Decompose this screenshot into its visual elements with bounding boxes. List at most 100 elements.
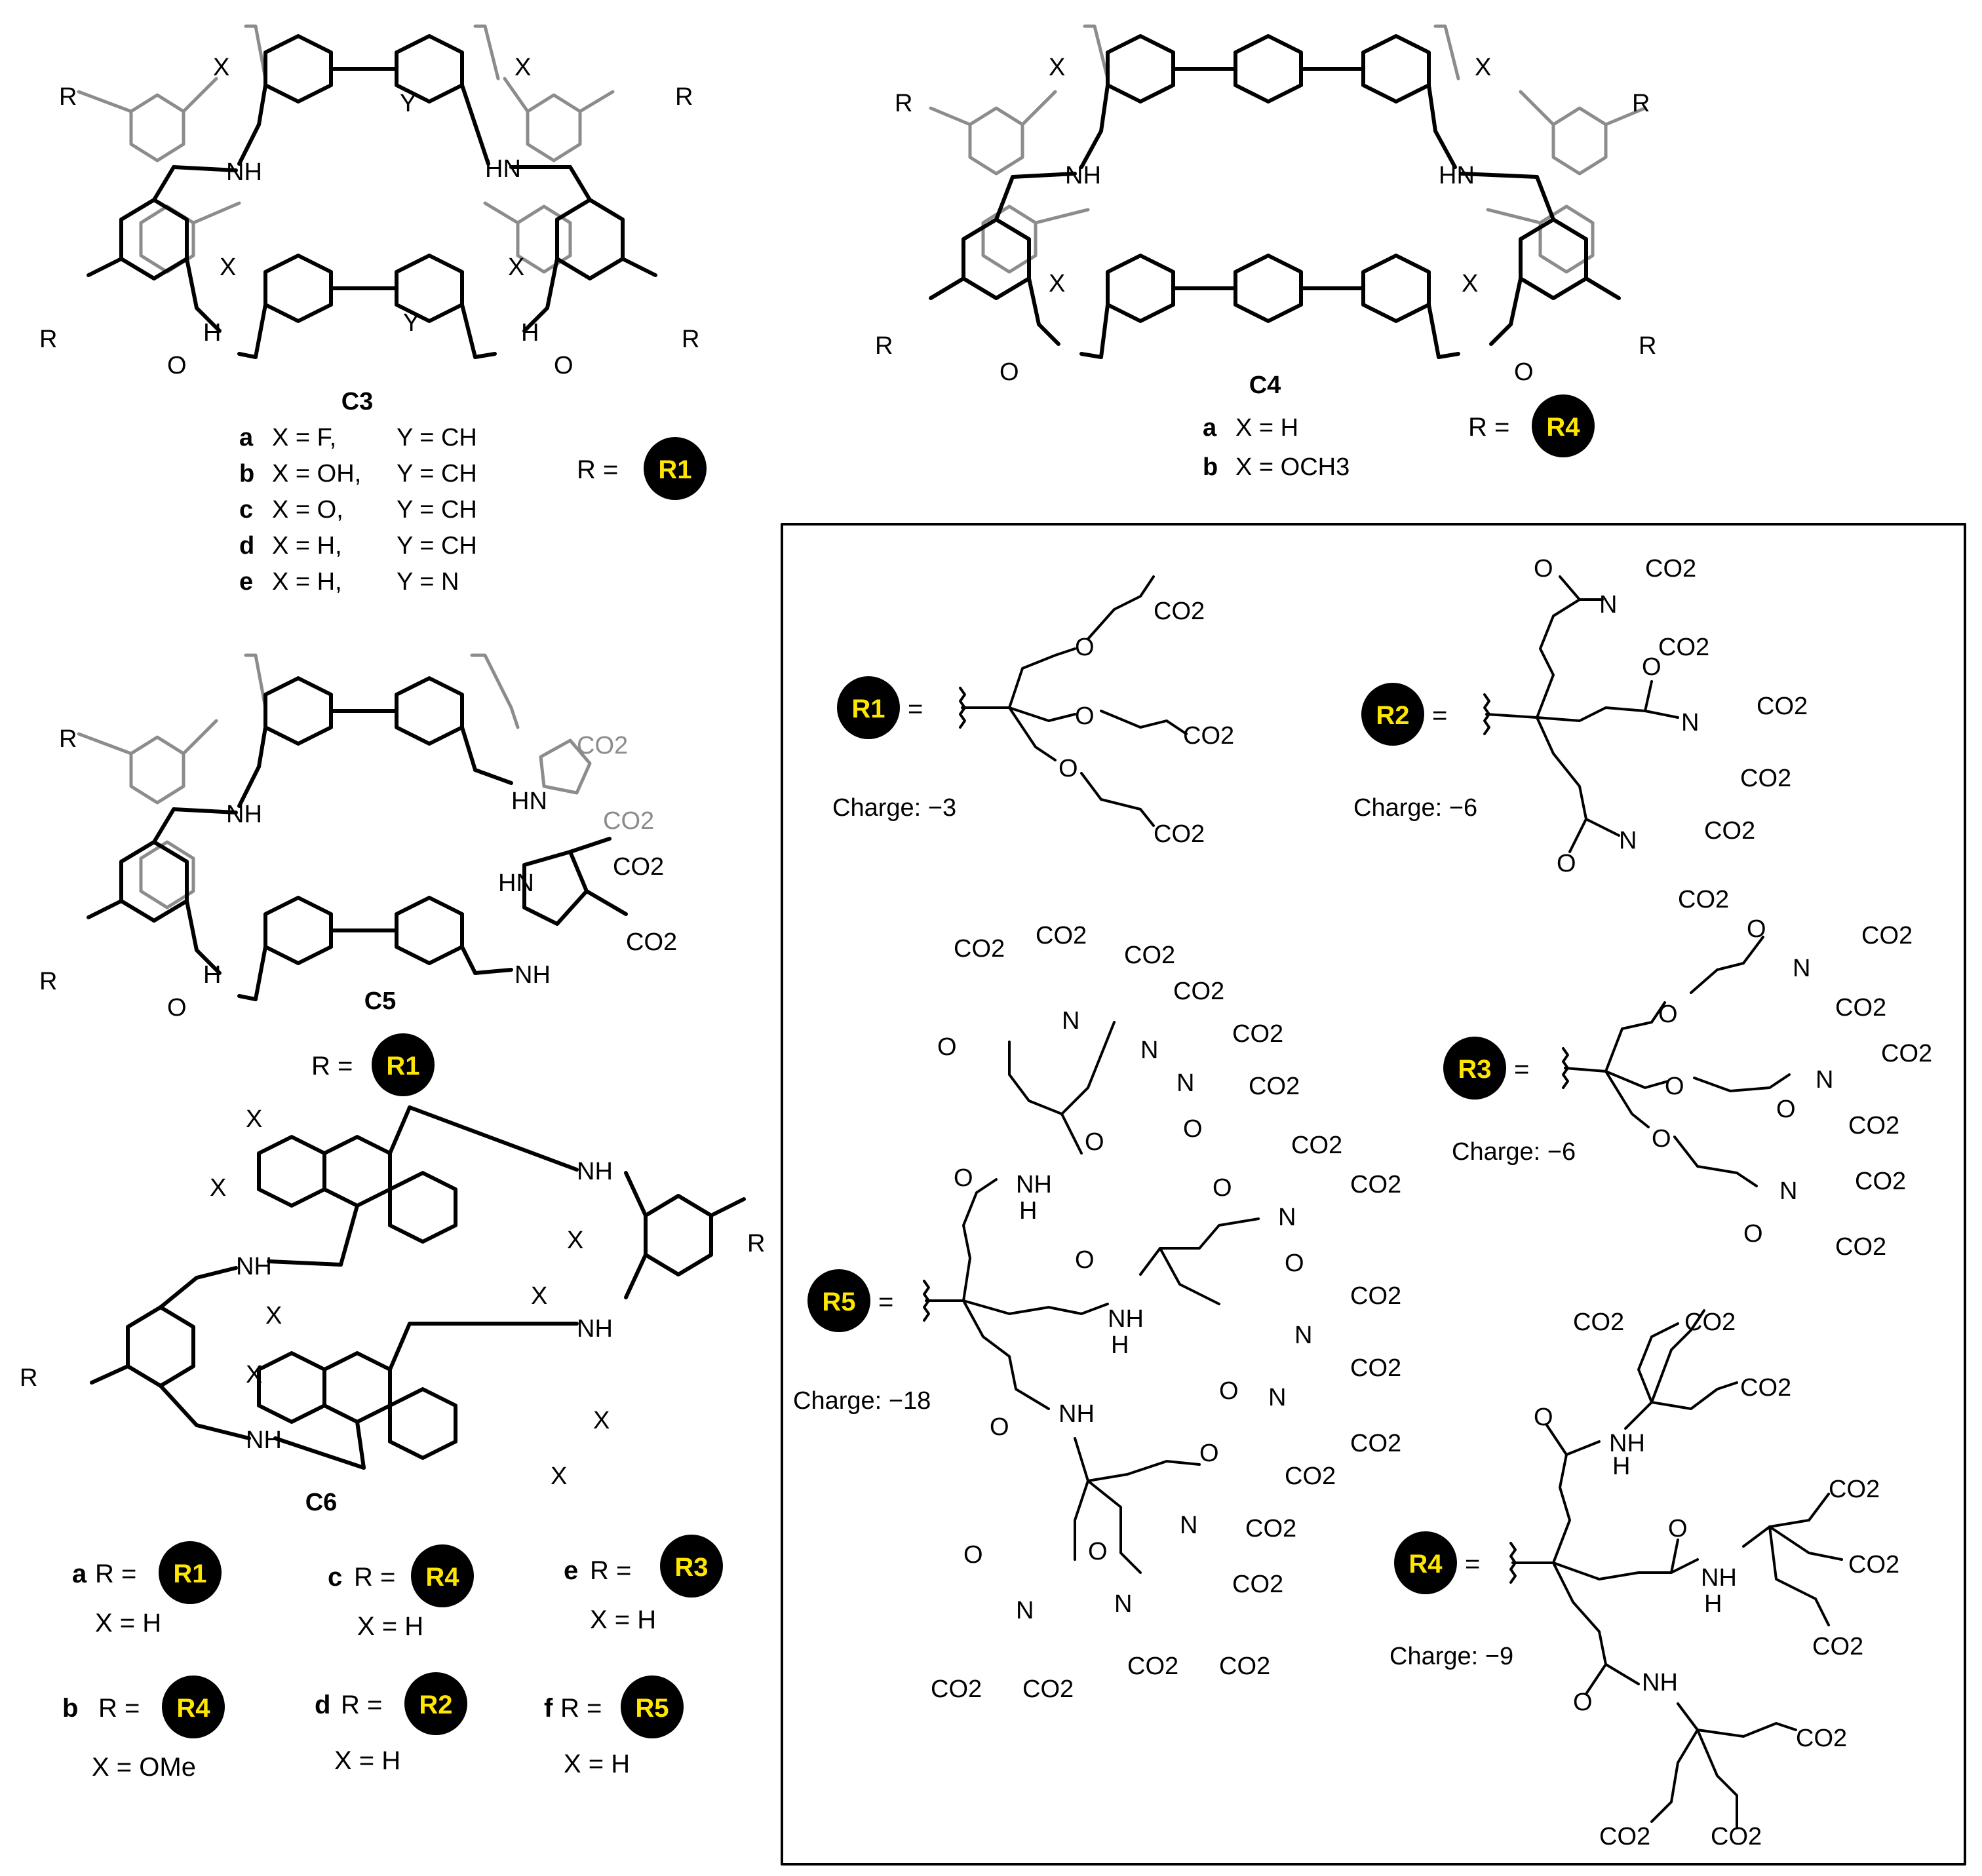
c4-r-label: R [1639, 332, 1656, 360]
c3-h-label: H [203, 319, 221, 347]
group-r5-carboxylate-label: CO2 [1350, 1282, 1401, 1310]
c6-r-label: R [20, 1364, 37, 1392]
group-r3-carboxylate-label: CO2 [1835, 1233, 1886, 1261]
c6-x-label: X [593, 1407, 610, 1434]
group-r5-carboxylate-label: CO2 [1219, 1653, 1270, 1680]
c5-nh-label: NH [515, 961, 551, 989]
c3-compound-name: C3 [341, 388, 374, 415]
group-r3-carboxylate-label: CO2 [1855, 1168, 1906, 1195]
c5-r-equals: R = [311, 1052, 353, 1081]
c3-x-label: X [220, 254, 236, 281]
group-r5-carboxylate-label: CO2 [931, 1675, 982, 1703]
group-r4-equals: = [1465, 1550, 1480, 1579]
c6-variant-letter: b [62, 1694, 78, 1723]
c3-variant-x: X = H, [272, 568, 342, 596]
c6-structure [90, 1105, 746, 1470]
c5-back-structure [77, 653, 592, 909]
c6-variant-badge [162, 1675, 225, 1738]
c4-atom-labels: NH HN X X X X R R R R O O [875, 54, 1656, 386]
group-r2-skeleton [1483, 575, 1679, 853]
group-r5-skeleton [923, 1021, 1260, 1574]
c6-x-label: X [265, 1302, 282, 1330]
group-r3-equals: = [1514, 1055, 1529, 1084]
group-r5-carboxylate-label: CO2 [1232, 1571, 1283, 1598]
group-r5-carboxylate-label: CO2 [1127, 1653, 1178, 1680]
group-r1-o-label: O [1075, 702, 1095, 730]
c6-x-label: X [246, 1361, 262, 1388]
c3-nh-label: NH [226, 159, 262, 186]
c5-r-badge [372, 1033, 435, 1096]
group-r3-o-label: O [1665, 1073, 1684, 1100]
c6-variant-badge-label: R3 [674, 1553, 708, 1582]
c3-o-label: O [167, 352, 187, 379]
group-r5-carboxylate-label: CO2 [1022, 1675, 1074, 1703]
group-r4-nh-label: NH [1642, 1669, 1678, 1696]
c4-r-label: R [875, 332, 893, 360]
c4-variant-x: X = OCH3 [1235, 453, 1350, 481]
c3-y-label: Y [403, 309, 419, 337]
r-group-legend-box: R1 = O O O CO2 CO2 CO2 Charge: −3 [781, 523, 1966, 1866]
group-r5-badge [807, 1269, 870, 1332]
c3-back-structure [77, 24, 615, 274]
c6-variant-badge [621, 1675, 684, 1738]
c6-variant-letter: f [544, 1694, 553, 1723]
c6-variant-badge [404, 1672, 467, 1735]
group-r4: R4 = O [1389, 1309, 1899, 1850]
group-r5-h-label: H [1111, 1331, 1129, 1359]
c3-front-structure [87, 34, 657, 359]
group-r4-carboxylate-label: CO2 [1573, 1309, 1624, 1336]
c4-x-label: X [1049, 54, 1065, 81]
c3-variant-letter: a [239, 424, 254, 451]
c3-variant-y: Y = CH [397, 424, 477, 451]
group-r3-o-label: O [1658, 1001, 1678, 1028]
group-r2-o-label: O [1642, 653, 1661, 681]
c6-variant-letter: a [72, 1560, 87, 1588]
group-r5-h-label: H [1019, 1197, 1037, 1225]
c6-atom-labels: NH NH NH NH X X X X X X X X R R [20, 1105, 765, 1490]
c6-nh-label: NH [246, 1426, 282, 1454]
group-r5-carboxylate-label: CO2 [954, 935, 1005, 963]
group-r3-n-label: N [1779, 1177, 1797, 1205]
group-r5-carboxylate-label: CO2 [1350, 1430, 1401, 1457]
c5-hn-label: HN [511, 788, 547, 815]
c6-variant-x: X = H [95, 1609, 161, 1637]
c6-variant-badge [159, 1541, 222, 1604]
group-r5-carboxylate-label: CO2 [1124, 942, 1175, 969]
c6-variant-r-equals: R = [590, 1556, 631, 1585]
group-r5-carboxylate-label: CO2 [1173, 978, 1224, 1005]
group-r5-n-label: N [1278, 1204, 1296, 1231]
group-r2-badge [1361, 683, 1424, 746]
c6-variant-list: a R = R1 X = H b R = R4 X = OMe c R = R4… [62, 1535, 723, 1782]
c3-h-label: H [521, 319, 539, 347]
c3-variant-x: X = H, [272, 532, 342, 560]
c4-x-label: X [1475, 54, 1491, 81]
group-r4-carboxylate-label: CO2 [1740, 1374, 1791, 1402]
c5-atom-labels: NH NH HN HN H R R O CO2 CO2 CO2 CO2 [39, 725, 677, 1022]
c6-variant-badge [411, 1544, 474, 1607]
c5-r-label: R [59, 725, 77, 753]
legend-frame [781, 523, 1966, 1866]
group-r2-charge: Charge: −6 [1353, 794, 1477, 822]
c4-compound-name: C4 [1249, 372, 1281, 399]
group-r2-n-label: N [1599, 591, 1617, 619]
c6-x-label: X [210, 1174, 226, 1202]
group-r4-carboxylate-label: CO2 [1684, 1309, 1736, 1336]
c6-x-label: X [531, 1282, 547, 1310]
c6-variant-f: f R = R5 X = H [544, 1675, 684, 1778]
group-r3-charge: Charge: −6 [1452, 1138, 1576, 1166]
group-r3-o-label: O [1743, 1220, 1763, 1248]
c3-r-label: R [682, 326, 699, 353]
group-r5-carboxylate-label: CO2 [1291, 1132, 1342, 1159]
structure-c3: NH HN H H X X X X Y Y R R R R O O C3 a X… [39, 24, 707, 596]
c5-nh-label: NH [226, 801, 262, 828]
group-r5: R5 = O NH H N O C [793, 922, 1401, 1703]
c6-variant-letter: e [564, 1556, 578, 1585]
group-r1-skeleton [959, 575, 1188, 827]
c4-r-equals: R = [1468, 413, 1509, 442]
c3-variant-x: X = OH, [272, 460, 361, 488]
group-r5-badge-label: R5 [822, 1288, 855, 1316]
group-r5-n-label: N [1176, 1069, 1194, 1097]
c6-variant-x: X = H [334, 1746, 400, 1775]
c3-y-label: Y [400, 90, 416, 117]
